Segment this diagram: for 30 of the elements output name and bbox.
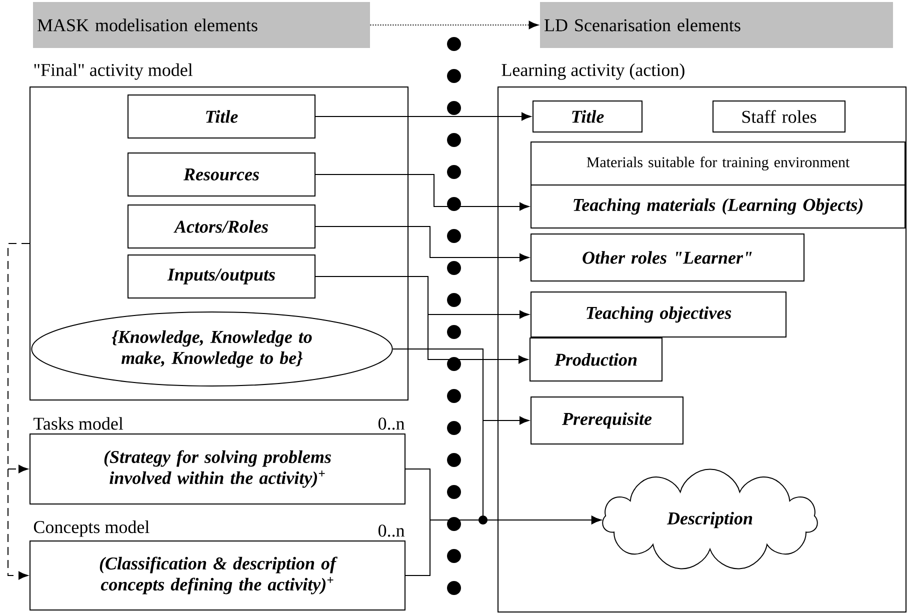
element-box: Materials suitable for training environment <box>530 142 906 186</box>
arrow <box>315 112 532 121</box>
element-box: Staff roles <box>712 100 846 132</box>
dashed-connector <box>8 243 30 580</box>
header-band: LD Scenarisation elements <box>540 2 893 48</box>
arrow <box>315 226 530 262</box>
element-box: Inputs/outputs <box>128 254 316 298</box>
element-box: Title <box>532 100 642 132</box>
section-heading: Tasks model <box>34 417 124 430</box>
element-box: Other roles "Learner" <box>530 234 804 282</box>
element-box: Actors/Roles <box>128 204 316 248</box>
section-heading: Learning activity (action) <box>502 63 684 80</box>
multiplicity-label: 0..n <box>378 524 405 537</box>
section-heading: "Final" activity model <box>34 63 193 80</box>
element-box: (Classification & description of concepts defining the activity)$^{+}$ <box>30 540 406 610</box>
multiplicity-label: 0..n <box>378 418 405 430</box>
element-box: Teaching objectives <box>530 292 786 338</box>
arrow <box>315 174 530 211</box>
header-band: MASK modelisation elements <box>33 2 370 48</box>
section-heading: Concepts model <box>34 520 150 537</box>
element-box: Production <box>530 338 662 382</box>
element-box: Teaching materials (Learning Objects) <box>530 184 906 228</box>
arrow <box>315 276 528 364</box>
dashed-connector <box>370 20 538 30</box>
element-box: Resources <box>128 152 316 196</box>
element-box: (Strategy for solving problems involved within the activity)$^{+}$ <box>30 434 406 504</box>
arrow <box>405 516 602 576</box>
element-box: Prerequisite <box>530 396 684 444</box>
description-cloud: Description <box>602 468 818 570</box>
element-box: Title <box>128 94 316 138</box>
